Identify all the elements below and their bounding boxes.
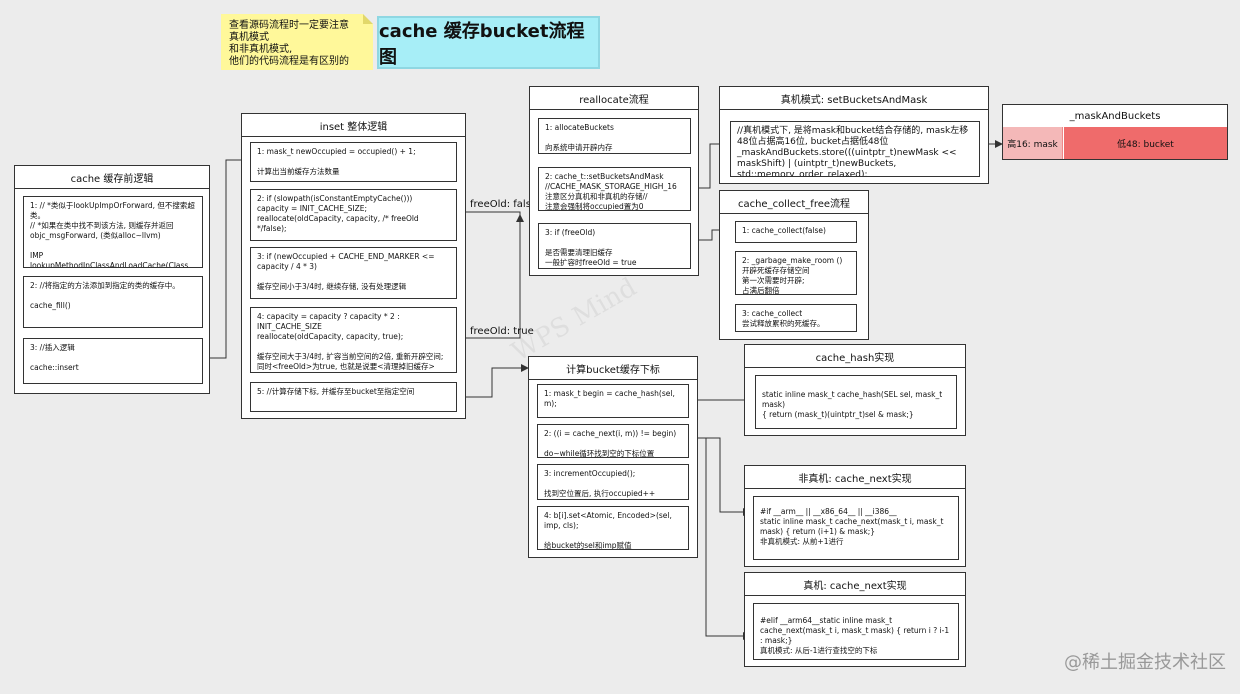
panel-mask-and-buckets: _maskAndBuckets 高16: mask 低48: bucket [1002, 104, 1228, 160]
inset-step-3: 3: if (newOccupied + CACHE_END_MARKER <=… [250, 247, 457, 299]
pre-step-2: 2: //将指定的方法添加到指定的类的缓存中。 cache_fill() [23, 276, 203, 328]
sticky-note: 查看源码流程时一定要注意 真机模式 和非真机模式, 他们的代码流程是有区别的 [221, 14, 373, 70]
inset-step-5: 5: //计算存储下标, 并缓存至bucket至指定空间 [250, 382, 457, 412]
panel-title: cache_collect_free流程 [720, 191, 868, 214]
panel-reallocate: reallocate流程 1: allocateBuckets 向系统申请开辟内… [529, 86, 699, 276]
inset-step-1: 1: mask_t newOccupied = occupied() + 1; … [250, 142, 457, 182]
collect-step-1: 1: cache_collect(false) [735, 221, 857, 243]
realloc-step-1: 1: allocateBuckets 向系统申请开辟内存 [538, 118, 691, 154]
calc-step-4: 4: b[i].set<Atomic, Encoded>(sel, imp, c… [537, 506, 689, 550]
setbm-code: //真机模式下, 是将mask和bucket结合存储的, mask左移48位占据… [730, 121, 980, 177]
wire-true [456, 214, 524, 339]
calc-step-3: 3: incrementOccupied(); 找到空位置后, 执行occupi… [537, 464, 689, 500]
wire-pre-inset [198, 156, 251, 359]
mab-title: _maskAndBuckets [1069, 110, 1161, 122]
pre-step-1: 1: // *类似于lookUpImpOrForward, 但不搜索超类。 //… [23, 196, 203, 268]
realloc-step-2: 2: cache_t::setBucketsAndMask //CACHE_MA… [538, 167, 691, 211]
label-freeold-false: freeOld: false [470, 199, 538, 210]
panel-title: 计算bucket缓存下标 [529, 357, 697, 380]
wire-inset-calc [456, 364, 529, 398]
calc-step-2: 2: ((i = cache_next(i, m)) != begin) do~… [537, 424, 689, 458]
panel-title: cache 缓存前逻辑 [15, 166, 209, 189]
diagram-title: cache 缓存bucket流程图 [377, 16, 600, 69]
panel-title: cache_hash实现 [745, 345, 965, 368]
realloc-step-3: 3: if (freeOld) 是否需要清理旧缓存 一般扩容时freeOld =… [538, 223, 691, 269]
panel-set-buckets-and-mask: 真机模式: setBucketsAndMask //真机模式下, 是将mask和… [719, 86, 989, 184]
panel-title: reallocate流程 [530, 87, 698, 110]
nreal-code: #if __arm__ || __x86_64__ || __i386__ st… [753, 496, 959, 560]
panel-calc-bucket-index: 计算bucket缓存下标 1: mask_t begin = cache_has… [528, 356, 698, 558]
real-code: #elif __arm64__static inline mask_t cach… [753, 603, 959, 660]
panel-title: 真机模式: setBucketsAndMask [720, 87, 988, 110]
panel-device-cache-next: 真机: cache_next实现 #elif __arm64__static i… [744, 572, 966, 667]
panel-title: inset 整体逻辑 [242, 114, 465, 137]
wire-calc-nreal [688, 437, 751, 516]
panel-inset: inset 整体逻辑 1: mask_t newOccupied = occup… [241, 113, 466, 419]
collect-step-2: 2: _garbage_make_room () 开辟死缓存存储空间 第一次需要… [735, 251, 857, 295]
panel-cache-pre: cache 缓存前逻辑 1: // *类似于lookUpImpOrForward… [14, 165, 210, 394]
panel-sim-cache-next: 非真机: cache_next实现 #if __arm__ || __x86_6… [744, 465, 966, 567]
inset-step-4: 4: capacity = capacity ? capacity * 2 : … [250, 307, 457, 373]
panel-title: 非真机: cache_next实现 [745, 466, 965, 489]
panel-title: 真机: cache_next实现 [745, 573, 965, 596]
mab-high-cell: 高16: mask [1003, 127, 1063, 159]
pre-step-3: 3: //插入逻辑 cache::insert [23, 338, 203, 384]
calc-step-1: 1: mask_t begin = cache_hash(sel, m); 计算… [537, 384, 689, 418]
collect-step-3: 3: cache_collect 尝试释放累积的死缓存。 [735, 304, 857, 332]
wire-calc-real [705, 438, 751, 640]
inset-step-2: 2: if (slowpath(isConstantEmptyCache()))… [250, 189, 457, 241]
label-freeold-true: freeOld: true [470, 326, 534, 337]
site-watermark: @稀土掘金技术社区 [1064, 652, 1226, 673]
panel-cache-hash: cache_hash实现 static inline mask_t cache_… [744, 344, 966, 436]
panel-cache-collect-free: cache_collect_free流程 1: cache_collect(fa… [719, 190, 869, 340]
mab-low-cell: 低48: bucket [1064, 127, 1227, 159]
hash-code: static inline mask_t cache_hash(SEL sel,… [755, 375, 957, 429]
